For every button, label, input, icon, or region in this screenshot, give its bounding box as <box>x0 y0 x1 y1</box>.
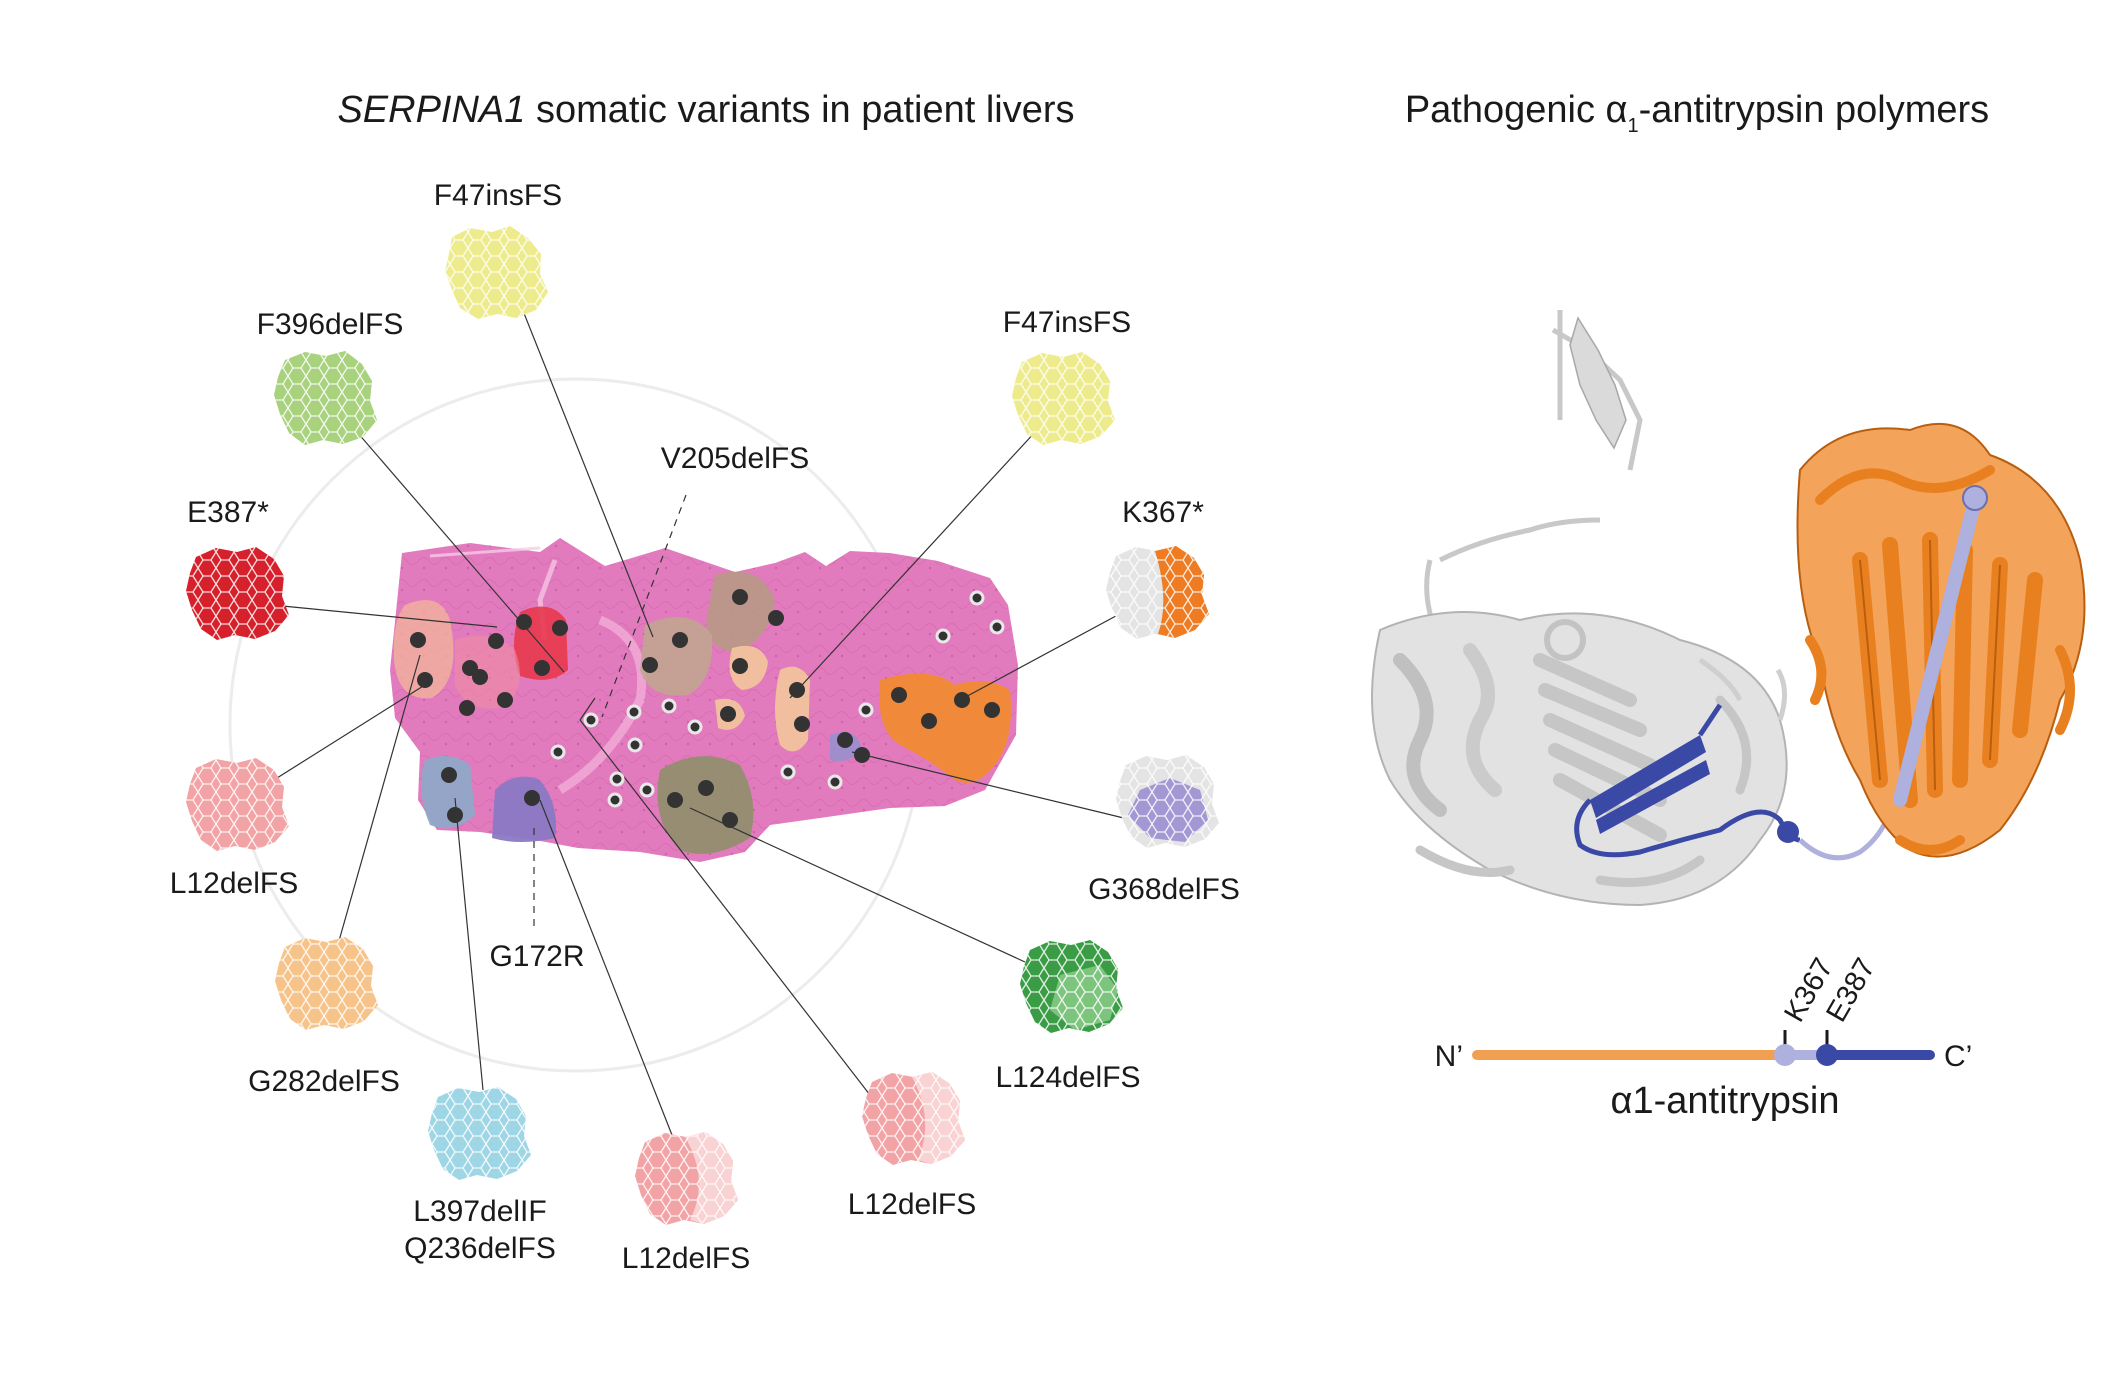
liver-tissue-section <box>390 538 1018 862</box>
clone-glyph-f47ins-right <box>1012 352 1115 445</box>
e387-marker <box>1816 1044 1838 1066</box>
clone-glyph-e387 <box>186 547 289 640</box>
clone-label-v205: V205delFS <box>661 442 809 475</box>
clone-glyph-f396 <box>274 351 377 445</box>
left-panel: SERPINA1 somatic variants in patient liv… <box>170 89 1240 1275</box>
clone-label-l397-line2: Q236delFS <box>404 1232 556 1265</box>
domain-bar-caption: α1-antitrypsin <box>1611 1080 1840 1122</box>
clone-label-g282: G282delFS <box>248 1065 400 1098</box>
clone-glyph-l124 <box>1020 940 1123 1033</box>
clone-glyph-g368 <box>1116 755 1219 848</box>
clone-label-l12-right: L12delFS <box>848 1188 976 1221</box>
clone-label-l124: L124delFS <box>995 1061 1140 1094</box>
right-panel-title: Pathogenic α1-antitrypsin polymers <box>1405 89 1989 137</box>
clone-glyph-l12-bottom <box>635 1132 738 1225</box>
protein-monomer-structure <box>1371 310 1788 907</box>
domain-bar: N’ C’ K367 E387 α1-antitrypsin <box>1435 953 1973 1122</box>
k367-marker <box>1774 1044 1796 1066</box>
protein-partner-structure <box>1796 422 2086 858</box>
clone-glyph-l12-right <box>862 1072 965 1165</box>
leader-lines <box>249 247 1133 1136</box>
right-panel: Pathogenic α1-antitrypsin polymers <box>1371 89 2086 1122</box>
clone-label-g172r: G172R <box>489 940 584 973</box>
clone-label-f396: F396delFS <box>257 308 404 341</box>
clone-label-g368: G368delFS <box>1088 873 1240 906</box>
clone-glyph-l12-left <box>186 758 289 851</box>
clone-label-l12-left: L12delFS <box>170 867 298 900</box>
inserted-reactive-loop-strand <box>1574 703 1893 861</box>
clone-label-l397-line1: L397delIF <box>413 1195 546 1228</box>
c-terminus-label: C’ <box>1944 1040 1972 1073</box>
clone-label-k367: K367* <box>1122 496 1204 529</box>
clone-label-e387: E387* <box>187 496 269 529</box>
clone-glyph-k367 <box>1106 546 1209 639</box>
clone-label-f47ins-top: F47insFS <box>434 179 562 212</box>
clone-glyph-l397 <box>428 1087 531 1180</box>
clone-glyph-f47ins-top <box>445 226 548 319</box>
clone-glyph-g282 <box>275 937 378 1030</box>
sample-dots <box>410 589 1005 828</box>
clone-label-f47ins-right: F47insFS <box>1003 306 1131 339</box>
n-terminus-label: N’ <box>1435 1040 1463 1073</box>
clone-label-l12-bottom: L12delFS <box>622 1242 750 1275</box>
left-panel-title: SERPINA1 somatic variants in patient liv… <box>337 89 1074 131</box>
